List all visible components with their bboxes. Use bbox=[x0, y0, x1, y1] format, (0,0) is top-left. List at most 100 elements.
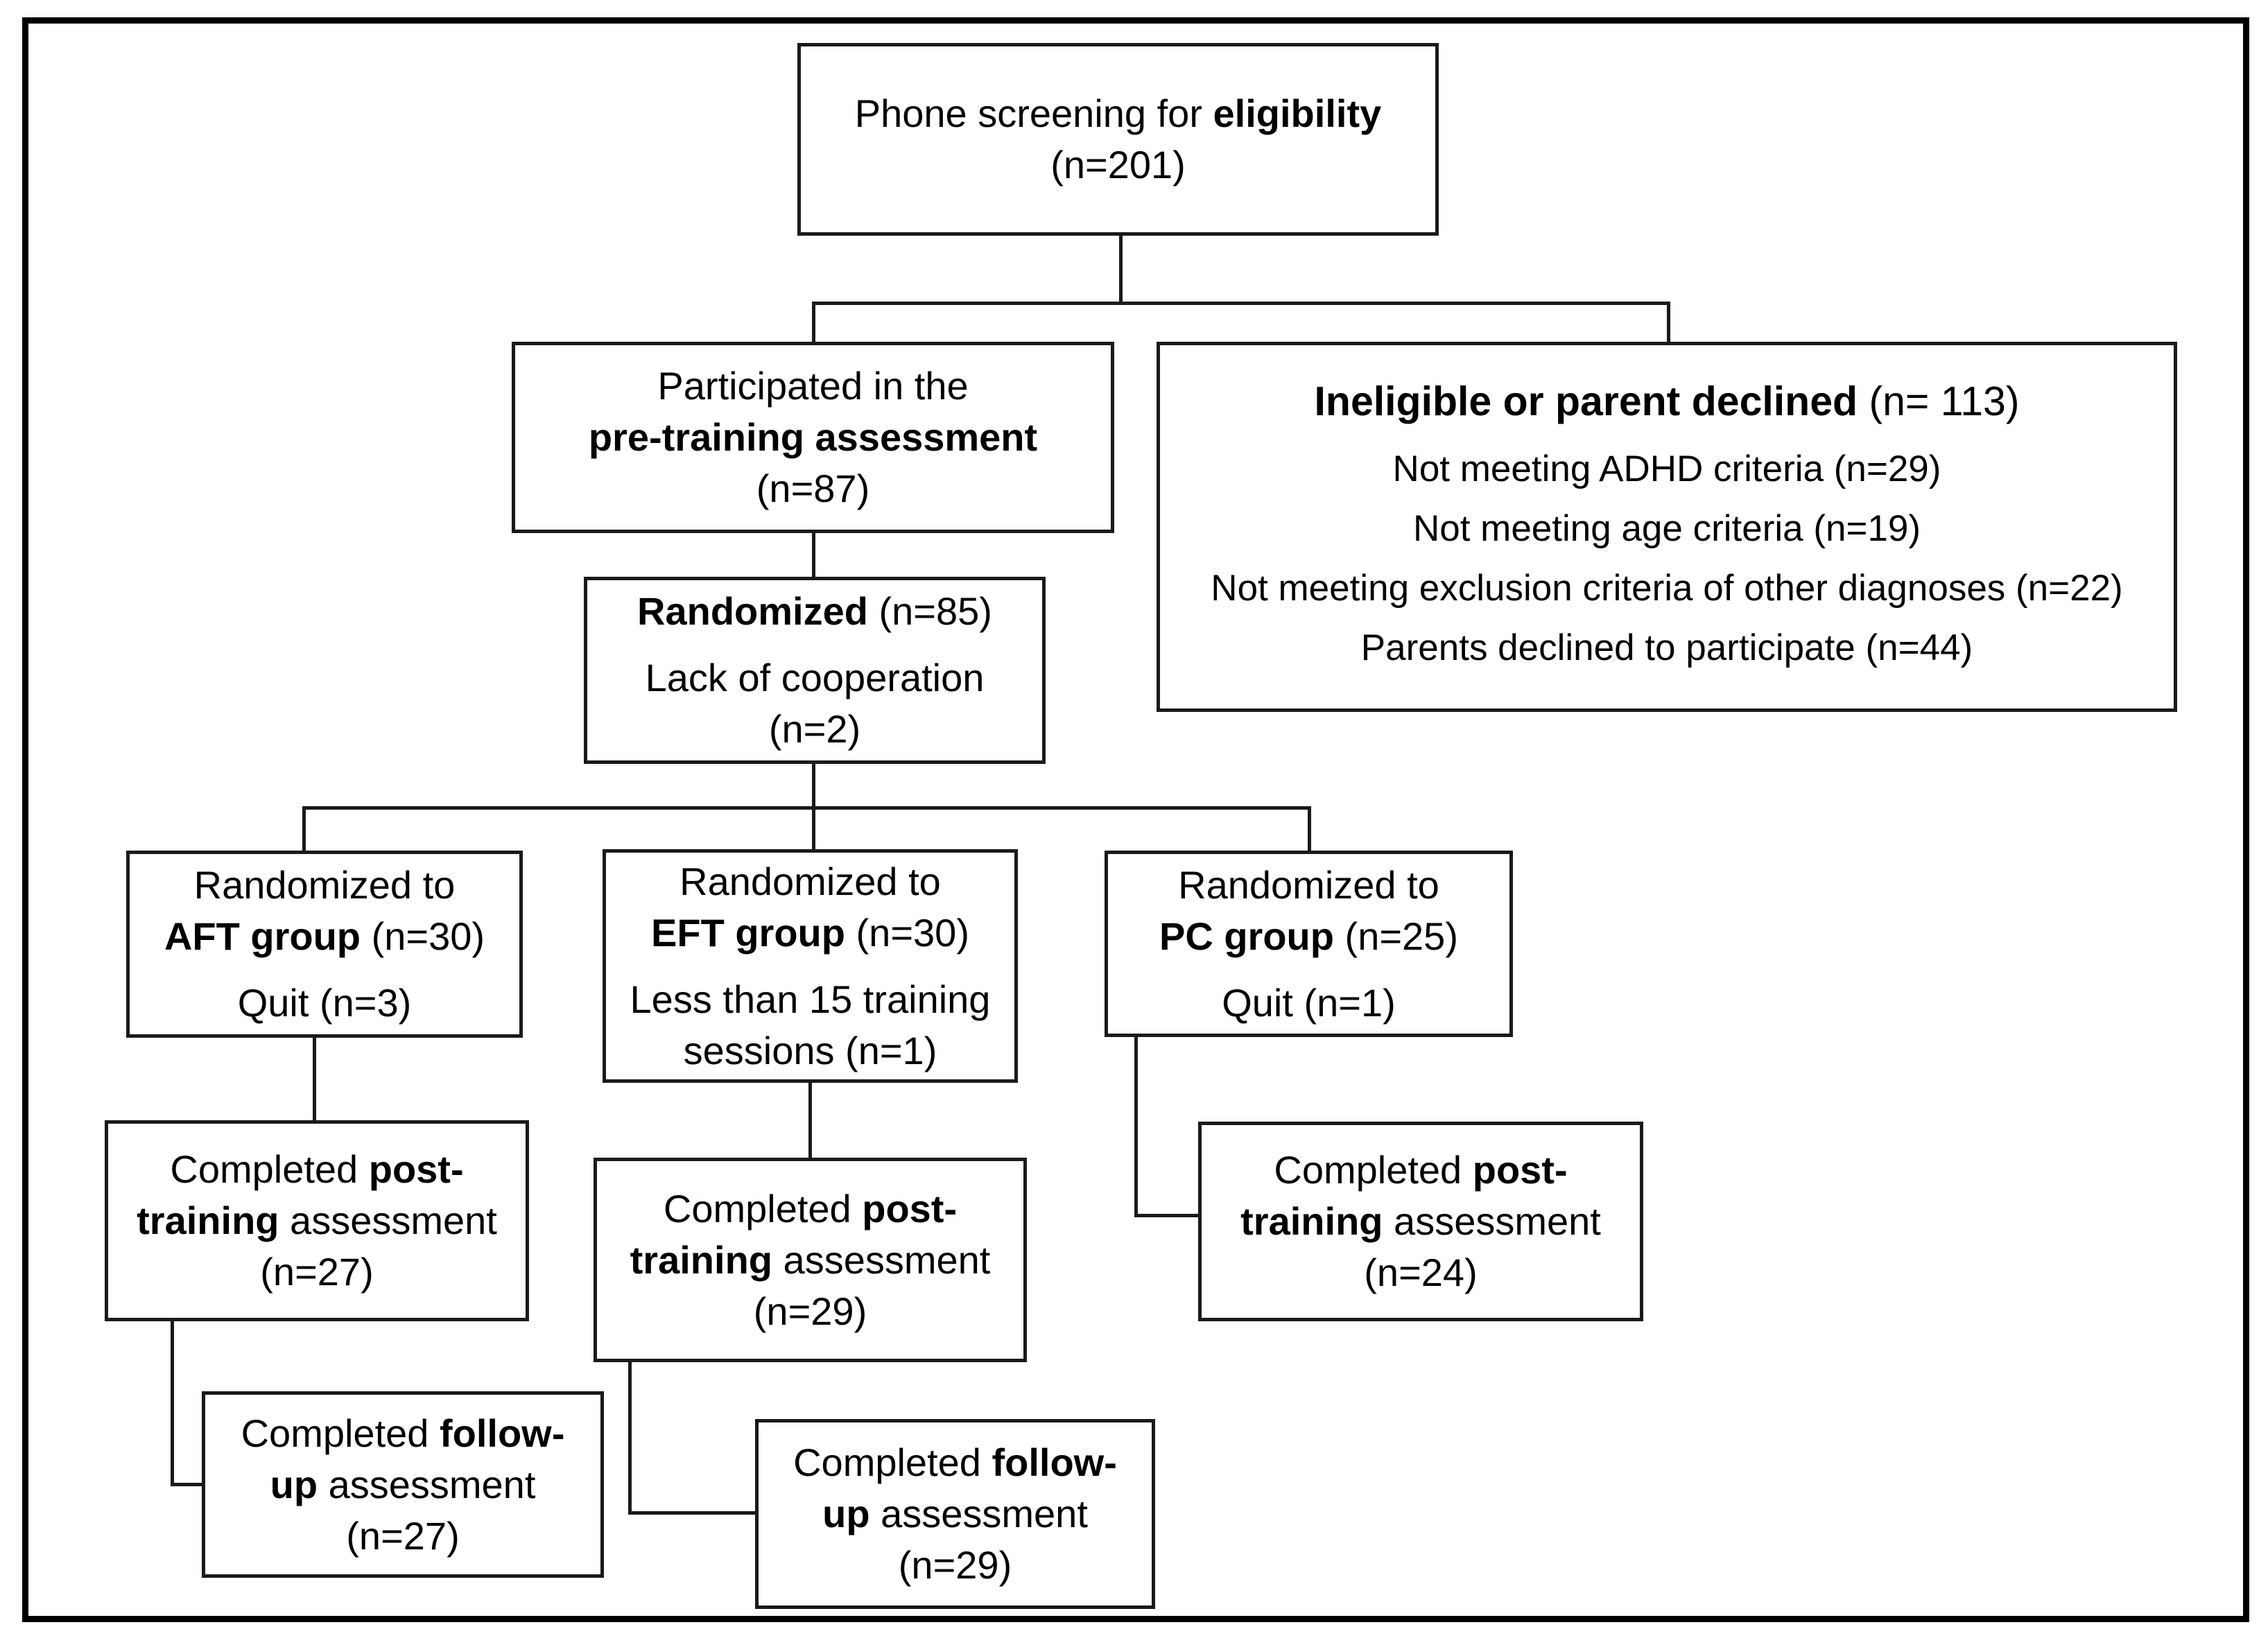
eft-post-count: (n=29) bbox=[753, 1289, 867, 1333]
eft-line1: Randomized to bbox=[679, 859, 941, 903]
phone-screening-title: Phone screening for eligibility bbox=[855, 88, 1381, 139]
aft-post-bold1: post- bbox=[368, 1147, 464, 1191]
aft-post-count: (n=27) bbox=[260, 1250, 374, 1294]
pre-training-line1: Participated in the bbox=[657, 364, 969, 408]
aft-dropout: Quit (n=3) bbox=[237, 981, 412, 1025]
ineligible-item: Not meeting age criteria (n=19) bbox=[1412, 508, 1921, 549]
eft-follow-rest: assessment bbox=[869, 1492, 1088, 1535]
aft-group-count: (n=30) bbox=[361, 914, 485, 958]
connector-split1-left-drop bbox=[812, 302, 815, 343]
eft-post-bold1: post- bbox=[862, 1186, 958, 1230]
node-pc-group: Randomized to PC group (n=25) Quit (n=1) bbox=[1105, 851, 1513, 1037]
phone-screening-count: (n=201) bbox=[1050, 143, 1186, 186]
eft-post-bold2: training bbox=[630, 1237, 772, 1282]
pc-post-line2: training assessment bbox=[1240, 1196, 1601, 1247]
connector-split2-horizontal bbox=[302, 806, 1311, 810]
pc-dropout: Quit (n=1) bbox=[1222, 980, 1396, 1025]
ineligible-item: Not meeting exclusion criteria of other … bbox=[1211, 568, 2123, 609]
connector-pretraining-randomized bbox=[812, 533, 815, 578]
pc-group-count: (n=25) bbox=[1333, 914, 1458, 958]
node-aft-group: Randomized to AFT group (n=30) Quit (n=3… bbox=[126, 851, 523, 1038]
pre-training-line2-bold: pre-training assessment bbox=[588, 415, 1038, 459]
randomized-dropout-line1: Lack of cooperation bbox=[645, 656, 985, 699]
ineligible-item: Parents declined to participate (n=44) bbox=[1360, 627, 1973, 668]
connector-eft-post bbox=[808, 1081, 812, 1159]
figure-border bbox=[22, 17, 2249, 1622]
aft-follow-bold1: follow- bbox=[439, 1411, 565, 1455]
pre-training-line2: pre-training assessment bbox=[589, 412, 1037, 463]
aft-follow-line1: Completed follow- bbox=[241, 1408, 565, 1459]
node-phone-screening: Phone screening for eligibility (n=201) bbox=[797, 43, 1439, 236]
eft-follow-line1: Completed follow- bbox=[793, 1437, 1117, 1488]
eft-dropout-line2: sessions (n=1) bbox=[683, 1028, 937, 1072]
aft-group-bold: AFT group bbox=[164, 914, 361, 958]
node-ineligible: Ineligible or parent declined (n= 113) N… bbox=[1157, 342, 2177, 712]
pc-post-count: (n=24) bbox=[1364, 1251, 1478, 1294]
eft-post-rest: assessment bbox=[772, 1237, 991, 1282]
aft-follow-rest: assessment bbox=[318, 1462, 536, 1506]
pre-training-count: (n=87) bbox=[756, 467, 870, 510]
eft-follow-count: (n=29) bbox=[898, 1543, 1012, 1587]
node-randomized: Randomized (n=85) Lack of cooperation (n… bbox=[584, 577, 1046, 764]
aft-follow-count: (n=27) bbox=[346, 1513, 460, 1558]
randomized-title-count: (n=85) bbox=[867, 589, 992, 633]
eft-post-pre: Completed bbox=[663, 1186, 863, 1230]
pc-group-line: PC group (n=25) bbox=[1159, 911, 1458, 962]
aft-line1: Randomized to bbox=[193, 863, 456, 907]
ineligible-heading-bold: Ineligible or parent declined bbox=[1314, 378, 1858, 424]
aft-post-pre: Completed bbox=[170, 1147, 369, 1191]
pc-post-bold1: post- bbox=[1472, 1148, 1568, 1192]
eft-follow-bold2: up bbox=[822, 1492, 870, 1535]
randomized-title-bold: Randomized bbox=[637, 589, 868, 633]
connector-eft-follow-horizontal bbox=[628, 1511, 759, 1515]
node-eft-follow-up: Completed follow- up assessment (n=29) bbox=[755, 1419, 1155, 1609]
randomized-dropout-line2: (n=2) bbox=[768, 707, 861, 751]
node-eft-post-training: Completed post- training assessment (n=2… bbox=[594, 1158, 1027, 1362]
phone-screening-title-bold: eligibility bbox=[1213, 92, 1382, 135]
connector-pc-post-vertical bbox=[1134, 1036, 1138, 1217]
node-pre-training-assessment: Participated in the pre-training assessm… bbox=[512, 342, 1114, 533]
connector-aft-post bbox=[313, 1036, 316, 1120]
aft-follow-line2: up assessment bbox=[270, 1459, 536, 1511]
ineligible-heading-count: (n= 113) bbox=[1858, 378, 2020, 424]
eft-group-line: EFT group (n=30) bbox=[651, 907, 969, 959]
randomized-title: Randomized (n=85) bbox=[637, 586, 992, 637]
connector-split1-horizontal bbox=[812, 302, 1670, 305]
ineligible-heading: Ineligible or parent declined (n= 113) bbox=[1315, 376, 2020, 427]
connector-top-down bbox=[1119, 236, 1123, 303]
connector-split1-right-drop bbox=[1667, 302, 1670, 343]
ineligible-item: Not meeting ADHD criteria (n=29) bbox=[1392, 449, 1941, 489]
connector-pc-post-horizontal bbox=[1134, 1214, 1200, 1217]
connector-aft-follow-vertical bbox=[171, 1320, 174, 1486]
pc-post-pre: Completed bbox=[1274, 1148, 1473, 1192]
eft-group-count: (n=30) bbox=[845, 910, 969, 955]
aft-post-line2: training assessment bbox=[137, 1195, 497, 1246]
connector-eft-follow-vertical bbox=[628, 1361, 632, 1515]
pc-group-bold: PC group bbox=[1159, 914, 1334, 958]
eft-follow-line2: up assessment bbox=[822, 1488, 1088, 1540]
eft-group-bold: EFT group bbox=[651, 910, 845, 955]
pc-post-line1: Completed post- bbox=[1274, 1144, 1567, 1196]
node-eft-group: Randomized to EFT group (n=30) Less than… bbox=[603, 849, 1018, 1083]
pc-line1: Randomized to bbox=[1178, 862, 1439, 907]
aft-group-line: AFT group (n=30) bbox=[164, 911, 485, 962]
node-aft-post-training: Completed post- training assessment (n=2… bbox=[105, 1120, 529, 1321]
aft-follow-pre: Completed bbox=[241, 1411, 440, 1455]
aft-follow-bold2: up bbox=[270, 1462, 318, 1506]
eft-post-line1: Completed post- bbox=[664, 1183, 957, 1235]
aft-post-rest: assessment bbox=[279, 1199, 497, 1242]
connector-aft-follow-horizontal bbox=[171, 1483, 205, 1486]
connector-split2-left-drop bbox=[302, 806, 306, 852]
eft-follow-bold1: follow- bbox=[992, 1441, 1117, 1484]
aft-post-bold2: training bbox=[137, 1199, 279, 1242]
node-aft-follow-up: Completed follow- up assessment (n=27) bbox=[202, 1391, 604, 1578]
eft-follow-pre: Completed bbox=[793, 1441, 992, 1484]
eft-post-line2: training assessment bbox=[630, 1235, 991, 1286]
connector-split2-right-drop bbox=[1308, 806, 1311, 852]
eft-dropout-line1: Less than 15 training bbox=[630, 977, 991, 1021]
phone-screening-title-regular: Phone screening for bbox=[854, 92, 1213, 135]
pc-post-rest: assessment bbox=[1383, 1199, 1601, 1243]
node-pc-post-training: Completed post- training assessment (n=2… bbox=[1198, 1122, 1643, 1321]
aft-post-line1: Completed post- bbox=[170, 1144, 463, 1195]
